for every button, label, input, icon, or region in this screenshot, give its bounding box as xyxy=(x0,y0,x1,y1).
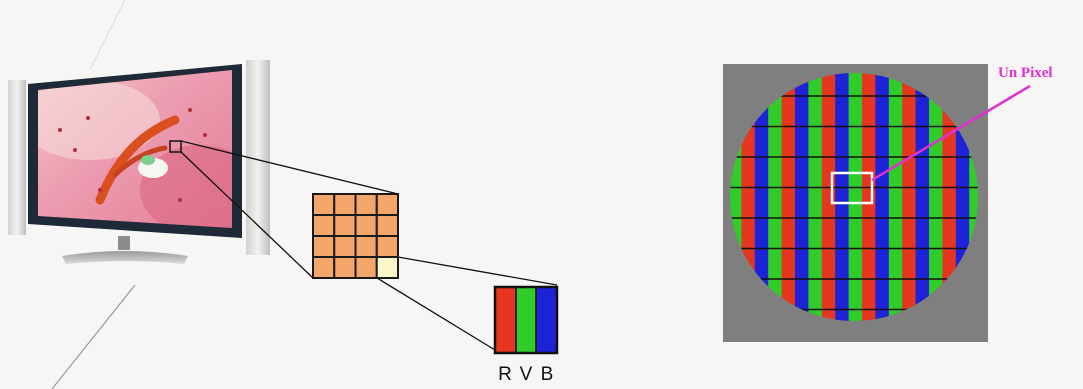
grid-cell xyxy=(333,235,357,258)
grid-cell xyxy=(333,256,357,279)
pixel-pointer-line xyxy=(871,84,1031,182)
subpixel-stripe xyxy=(969,73,978,321)
grid-cell xyxy=(354,214,378,237)
tv-zoom-marker xyxy=(169,140,182,153)
grid-cell xyxy=(312,256,336,279)
grid-cell xyxy=(354,256,378,279)
background-line xyxy=(89,0,126,71)
grid-cell-highlighted xyxy=(375,256,399,279)
tv-left-speaker xyxy=(8,80,26,235)
zoom-line xyxy=(397,256,558,286)
tv-neck xyxy=(118,236,130,250)
zoom-line xyxy=(180,151,314,279)
label-b: B xyxy=(541,364,554,385)
zoom-line xyxy=(180,140,399,195)
grid-cell xyxy=(375,193,399,216)
green-subpixel xyxy=(516,287,536,353)
tv-stand xyxy=(62,251,188,264)
grid-cell xyxy=(333,193,357,216)
subpixel-stripe xyxy=(781,73,796,321)
subpixel-stripe xyxy=(795,73,809,321)
subpixel-stripe xyxy=(848,73,863,321)
subpixel-stripe xyxy=(902,73,917,321)
subpixel-stripe xyxy=(808,73,823,321)
grid-cell xyxy=(354,193,378,216)
subpixel-stripe xyxy=(730,73,742,321)
subpixel-stripe xyxy=(835,73,850,321)
subpixel-stripe xyxy=(929,73,943,321)
grid-cell xyxy=(333,214,357,237)
subpixel-stripe xyxy=(821,73,836,321)
grid-cell xyxy=(312,235,336,258)
red-subpixel xyxy=(495,287,516,353)
subpixel-stripe xyxy=(862,73,876,321)
grid-cell xyxy=(312,214,336,237)
subpixel-stripes xyxy=(730,73,978,321)
television xyxy=(8,60,270,264)
grid-cell xyxy=(312,193,336,216)
subpixel-stripe xyxy=(888,73,903,321)
subpixel-stripe xyxy=(915,73,930,321)
subpixel-stripe xyxy=(768,73,783,321)
subpixel-stripe xyxy=(875,73,890,321)
pixel-label: Un Pixel xyxy=(998,65,1053,81)
pixel-grid xyxy=(312,193,399,279)
pixel-highlight-box xyxy=(830,171,874,205)
rgb-subpixels: R V B xyxy=(493,285,559,385)
background-line xyxy=(51,284,136,389)
subpixel-frame xyxy=(493,285,559,355)
blue-subpixel xyxy=(536,287,557,353)
zoom-line xyxy=(376,277,496,351)
grid-cell xyxy=(354,235,378,258)
label-r: R xyxy=(498,364,512,385)
label-v: V xyxy=(520,364,533,385)
subpixel-stripe xyxy=(754,73,769,321)
grid-cell xyxy=(375,214,399,237)
tv-screen xyxy=(38,70,232,228)
grid-cell xyxy=(375,235,399,258)
